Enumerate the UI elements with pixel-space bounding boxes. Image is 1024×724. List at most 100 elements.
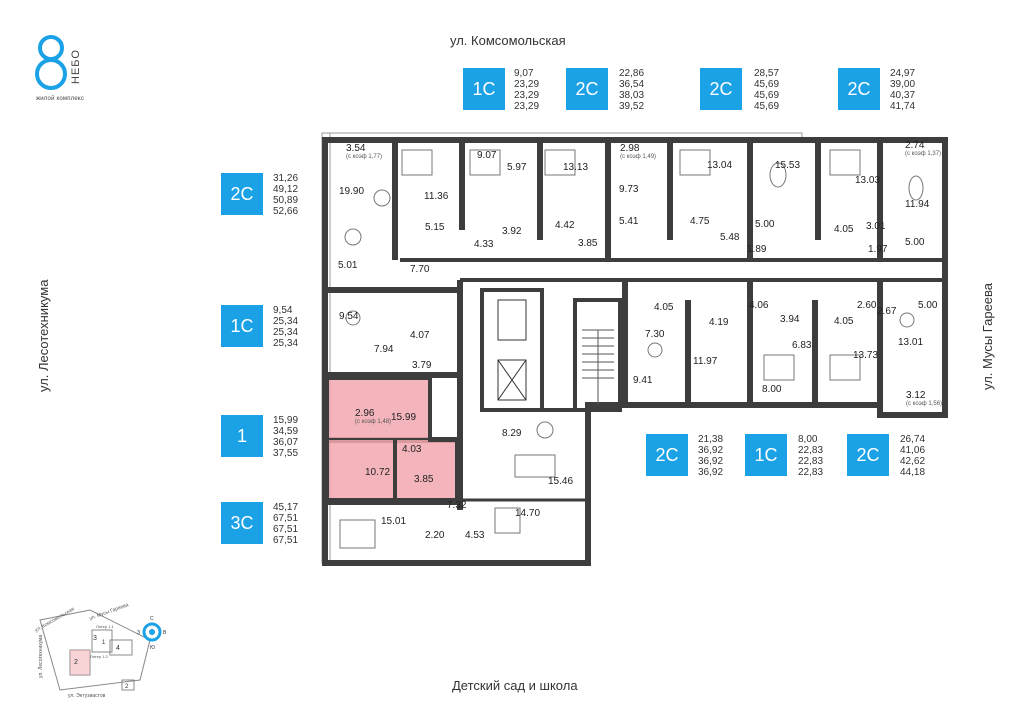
room-label: 15.53 [775,160,801,171]
minimap-label: 3 [93,635,97,642]
room-label: 11.94 [905,199,930,210]
room-label: 5.01 [338,260,358,271]
room-label: 4.42 [555,220,575,231]
room-label: 4.05 [654,302,674,313]
room-label: 7.32 [447,500,467,511]
street-top: ул. Комсомольская [450,33,566,48]
room-label: 13.01 [898,337,924,348]
room-label: 5.00 [905,237,925,248]
minimap-label: Литер 1.2 [90,654,109,659]
room-label: 1.97 [868,244,888,255]
minimap-label: 4 [116,645,120,652]
room-label: 3.01 [866,221,886,232]
room-label: 7.94 [374,344,394,355]
room-label: 13.04 [707,160,733,171]
highlighted-unit-walls [325,376,459,502]
room-label: 2.60 [857,300,877,311]
room-label: 2.20 [425,530,445,541]
room-label: 6.83 [792,340,812,351]
room-label: 5.41 [619,216,639,227]
room-label: 8.00 [762,384,782,395]
unit-badge-bottom-1[interactable]: 1С [745,434,787,476]
unit-badge-bottom-0[interactable]: 2С [646,434,688,476]
room-label: 4.75 [690,216,710,227]
unit-badge-left-2[interactable]: 1 [221,415,263,457]
room-label: 9.41 [633,375,653,386]
room-label: 10.72 [365,467,391,478]
logo: НЕБО жилой комплекс [30,34,100,104]
room-label: 4.53 [465,530,485,541]
room-label: 4.06 [749,300,769,311]
room-label: 13.73 [853,350,879,361]
room-label: 14.70 [515,508,541,519]
unit-badge-left-0[interactable]: 2С [221,173,263,215]
minimap-label: ул. Лесотехникума [38,635,44,678]
room-label: 15.46 [548,476,574,487]
room-label: 2.96(с коэф 1,48) [355,408,392,425]
room-label: 13.03 [855,175,881,186]
room-label: 4.05 [834,316,854,327]
logo-tagline: жилой комплекс [36,96,85,102]
room-label: 4.07 [410,330,430,341]
room-label: 11.36 [424,191,449,202]
room-label: 3.94 [780,314,800,325]
stairs-icon [582,329,614,405]
room-label: 3.85 [578,238,598,249]
compass-label: Ю [150,645,155,651]
elevator-icon [497,299,527,401]
room-label: 3.12(с коэф 1,56) [906,390,943,407]
minimap-label: 2 [125,684,129,690]
unit-badge-left-3[interactable]: 3С [221,502,263,544]
minimap-label: ул. Энтузиастов [68,693,106,699]
room-label: 1.89 [747,244,767,255]
room-label: 3.85 [414,474,434,485]
room-label: 4.05 [834,224,854,235]
unit-badge-left-1[interactable]: 1С [221,305,263,347]
compass-label: З [137,630,140,636]
room-label: 7.30 [645,329,665,340]
room-label: 2.98(с коэф 1,49) [620,143,657,160]
room-label: 5.97 [507,162,527,173]
room-label: 15.99 [391,412,417,423]
room-label: 4.33 [474,239,494,250]
unit-badge-top-0[interactable]: 1С [463,68,505,110]
unit-badge-top-3[interactable]: 2С [838,68,880,110]
unit-badge-bottom-2[interactable]: 2С [847,434,889,476]
room-label: 5.00 [755,219,775,230]
furniture [339,149,924,549]
room-label: 3.54(с коэф 1,77) [346,143,383,160]
room-label: 5.00 [918,300,938,311]
room-label: 3.92 [502,226,522,237]
room-label: 8.29 [502,428,522,439]
room-label: 4.19 [709,317,729,328]
street-bottom: Детский сад и школа [452,678,578,693]
room-label: 4.03 [402,444,422,455]
room-label: 2.67 [877,306,897,317]
room-label: 5.15 [425,222,445,233]
room-label: 3.79 [412,360,432,371]
unit-badge-top-1[interactable]: 2С [566,68,608,110]
room-label: 9.54 [339,311,359,322]
room-label: 13.13 [563,162,589,173]
room-label: 2.74(с коэф 1,37) [905,140,942,157]
room-label: 5.48 [720,232,740,243]
unit-badge-top-2[interactable]: 2С [700,68,742,110]
room-label: 19.90 [339,186,365,197]
room-label: 9.07 [477,150,497,161]
compass-label: В [163,630,167,636]
room-label: 11.97 [693,356,718,367]
logo-eight-icon [35,35,67,90]
room-label: 7.70 [410,264,430,275]
minimap-label: 2 [74,659,78,666]
compass-label: С [150,616,154,622]
